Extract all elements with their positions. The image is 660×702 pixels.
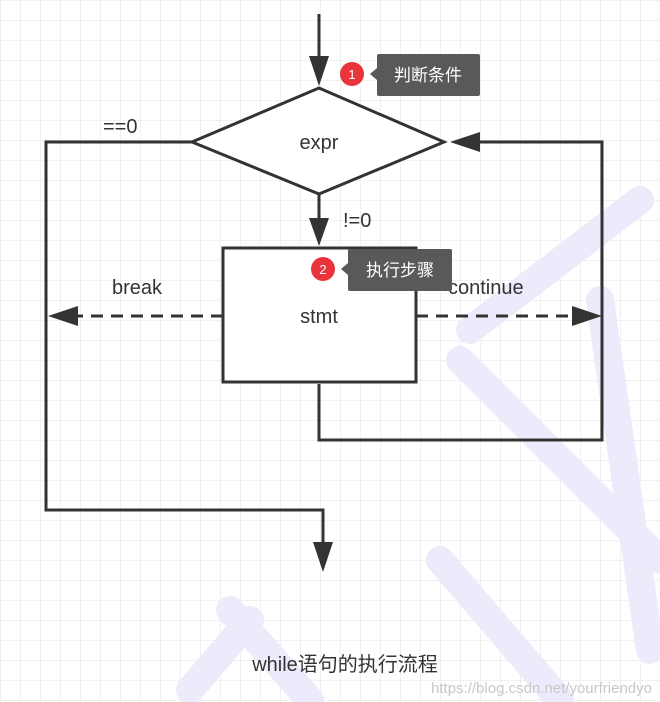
diagram-caption: while语句的执行流程 bbox=[251, 653, 438, 676]
arrowheads bbox=[48, 56, 602, 572]
callout-1-pointer bbox=[370, 68, 377, 80]
callout-2: 2 执行步骤 bbox=[311, 249, 452, 291]
callout-1-number: 1 bbox=[348, 67, 355, 82]
true-branch-arrowhead bbox=[309, 218, 329, 246]
loop-back-line bbox=[317, 140, 604, 442]
continue-label: continue bbox=[448, 277, 524, 299]
break-label: break bbox=[112, 277, 163, 299]
callout-2-pointer bbox=[341, 263, 348, 275]
false-exit-line bbox=[44, 140, 325, 546]
break-arrowhead bbox=[48, 306, 78, 326]
callout-2-box bbox=[348, 249, 452, 291]
callout-1-text: 判断条件 bbox=[394, 66, 462, 86]
callout-2-number: 2 bbox=[319, 262, 326, 277]
callout-1-box bbox=[377, 54, 480, 96]
condition-diamond bbox=[188, 86, 448, 196]
callout-2-badge bbox=[311, 257, 335, 281]
false-exit-label: ==0 bbox=[103, 116, 137, 138]
callout-1-badge bbox=[340, 62, 364, 86]
continue-arrowhead bbox=[572, 306, 602, 326]
watermark-url: https://blog.csdn.net/yourfriendyo bbox=[431, 680, 652, 697]
entry-arrowhead bbox=[309, 56, 329, 86]
loop-back-arrowhead bbox=[450, 132, 480, 152]
exit-arrowhead bbox=[313, 542, 333, 572]
callout-1: 1 判断条件 bbox=[340, 54, 480, 96]
callout-2-text: 执行步骤 bbox=[366, 261, 434, 281]
statement-label: stmt bbox=[300, 306, 338, 328]
true-branch-label: !=0 bbox=[343, 210, 371, 232]
condition-label: expr bbox=[300, 132, 339, 154]
